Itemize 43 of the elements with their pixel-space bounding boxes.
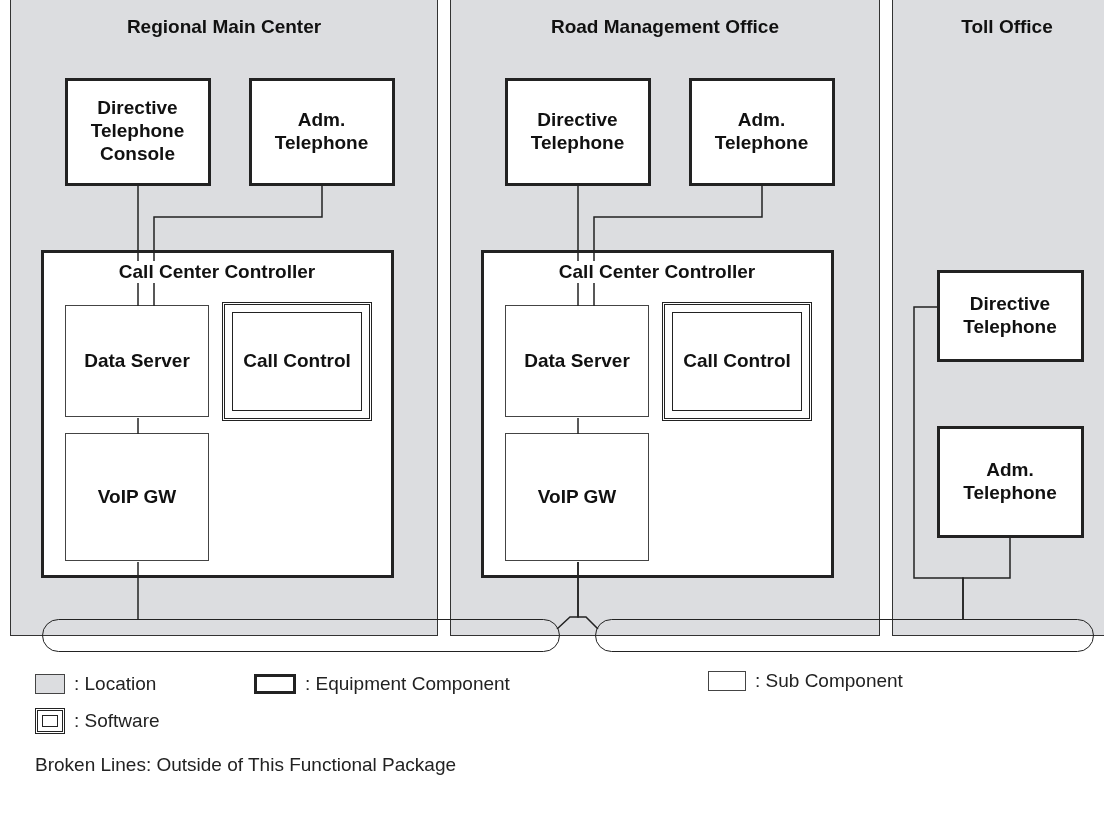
location-area (892, 0, 1104, 636)
controller-box (480, 249, 834, 578)
group-title: Call Center Controller (116, 260, 318, 284)
connector-line (137, 417, 139, 435)
equipment-box (936, 269, 1084, 362)
node-label: Directive Telephone (962, 292, 1058, 339)
connector-line (153, 185, 323, 307)
connector-line (577, 417, 579, 435)
sub-component-box (65, 433, 209, 561)
group-title: Call Center Controller (556, 260, 758, 284)
equipment-box (64, 77, 211, 186)
legend-text: : Equipment Component (305, 673, 510, 695)
node-label: Directive Telephone Console (89, 97, 186, 166)
software-box (662, 302, 812, 421)
sub-component-box (505, 305, 649, 417)
node-label: VoIP GW (96, 485, 178, 509)
location-area (10, 0, 438, 636)
software-box (222, 302, 372, 421)
equipment-box (504, 77, 651, 186)
connector-line (593, 185, 763, 307)
connector-line (962, 537, 1011, 620)
node-label: Adm. Telephone (962, 458, 1058, 505)
equipment-box (688, 77, 835, 186)
equipment-box (248, 77, 395, 186)
node-label: Adm. Telephone (713, 108, 810, 155)
controller-box (40, 249, 394, 578)
node-label: Data Server (523, 349, 631, 373)
node-label: Call Control (242, 350, 352, 373)
node-label: Data Server (83, 349, 191, 373)
legend-text: : Sub Component (755, 670, 903, 692)
node-label: Call Control (682, 350, 792, 373)
node-label: Adm. Telephone (273, 108, 370, 155)
connector-line (577, 561, 599, 630)
connector-line (137, 561, 139, 620)
equipment-box (936, 425, 1084, 538)
node-label: Directive Telephone (529, 108, 626, 155)
sub-component-box (65, 305, 209, 417)
sub-component-box (505, 433, 649, 561)
note-text: Broken Lines: Outside of This Functional Package (35, 754, 457, 776)
legend-text: : Software (74, 710, 160, 732)
legend-text: : Location (74, 673, 157, 695)
node-label: VoIP GW (536, 485, 618, 509)
location-area (450, 0, 880, 636)
